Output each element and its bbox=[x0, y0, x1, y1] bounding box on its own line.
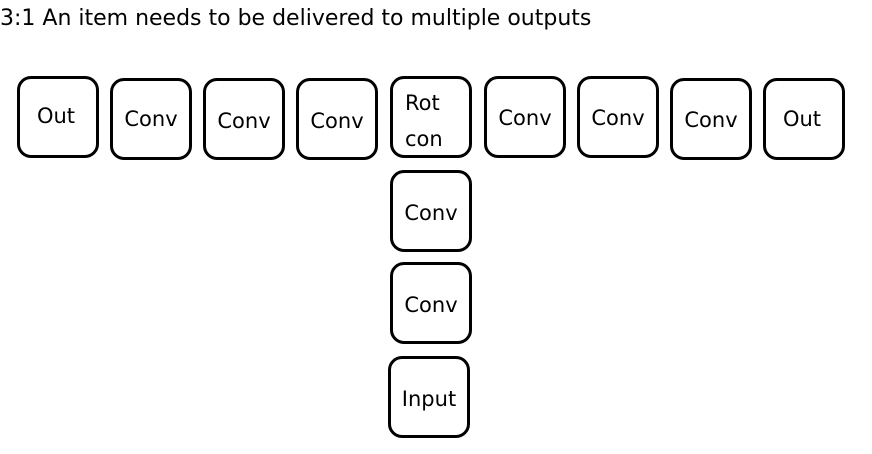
node-label-line2: con bbox=[405, 127, 443, 151]
node-label-line1: Rot bbox=[405, 91, 440, 115]
node-conv-5: Conv bbox=[577, 76, 659, 158]
node-input: Input bbox=[388, 356, 470, 438]
node-label: Conv bbox=[498, 106, 552, 130]
node-label: Conv bbox=[404, 293, 458, 317]
node-conv-down-2: Conv bbox=[390, 262, 472, 344]
node-label: Out bbox=[782, 107, 822, 131]
node-label: Conv bbox=[310, 109, 364, 133]
node-conv-4: Conv bbox=[484, 76, 566, 158]
node-out-left: Out bbox=[17, 76, 99, 158]
node-conv-2: Conv bbox=[203, 78, 285, 160]
node-rotary-connector: Rot con bbox=[390, 76, 472, 158]
node-conv-6: Conv bbox=[670, 78, 752, 160]
node-label: Conv bbox=[124, 107, 178, 131]
diagram-title: 3:1 An item needs to be delivered to mul… bbox=[0, 6, 592, 31]
node-out-right: Out bbox=[763, 78, 845, 160]
node-label: Conv bbox=[217, 109, 271, 133]
node-label: Out bbox=[36, 104, 76, 128]
node-label: Conv bbox=[684, 108, 738, 132]
node-conv-down-1: Conv bbox=[390, 170, 472, 252]
node-conv-1: Conv bbox=[110, 78, 192, 160]
node-label: Input bbox=[401, 387, 457, 411]
node-conv-3: Conv bbox=[296, 78, 378, 160]
node-label: Conv bbox=[591, 106, 645, 130]
node-label: Conv bbox=[404, 201, 458, 225]
